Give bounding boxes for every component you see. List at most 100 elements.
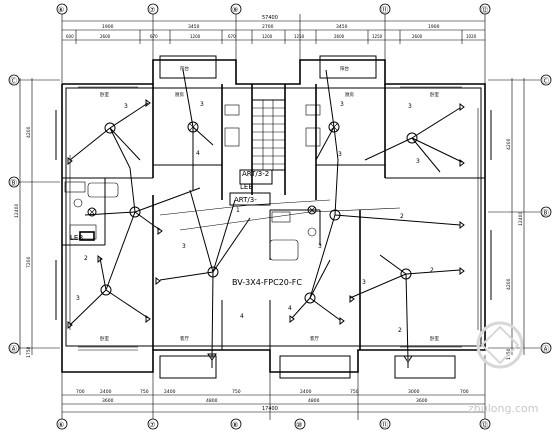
dim-bot-r2-1: 700 [76, 389, 85, 395]
circuit-num: 2 [430, 267, 434, 274]
axis-top-9: ⑨ [232, 6, 238, 14]
room-labels: 卧室 卧室 卧室 卧室 客厅 客厅 厨房 厨房 阳台 阳台 [100, 65, 439, 342]
circuit-num: 4 [240, 313, 244, 320]
dim-bot-r2-9: 700 [460, 389, 469, 395]
dim-left-4: 1750 [26, 346, 32, 358]
dim-left-1: 4200 [26, 126, 32, 138]
axis-bot-10: ⑩ [296, 421, 302, 429]
dim-left-3: 7200 [26, 256, 32, 268]
circuit-num: 4 [196, 150, 200, 157]
dim-top-r2-2: 2600 [100, 34, 111, 39]
dim-right-3: 4200 [506, 278, 512, 290]
dim-bot-r2-5: 750 [232, 389, 241, 395]
room-label: 厨房 [175, 91, 184, 98]
dim-top-r2-1: 600 [66, 34, 74, 39]
dim-bot-4: 3600 [416, 398, 428, 404]
dim-top-2: 3450 [188, 24, 200, 30]
dim-top-r2-11: 1020 [466, 34, 477, 39]
dim-top-r2-7: 1250 [294, 34, 305, 39]
axis-bot-7: ⑦ [149, 421, 155, 429]
circuit-num: 1 [236, 207, 240, 214]
axis-top-12: ⑫ [481, 6, 488, 14]
axis-top-11: ⑪ [381, 6, 388, 14]
circuit-num: 3 [182, 243, 186, 250]
axis-bot-12: ⑫ [481, 421, 488, 429]
circuit-num: 3 [76, 295, 80, 302]
axis-top-7: ⑦ [149, 6, 155, 14]
left-dimension-chain: 4200 12400 7200 1750 Ⓒ Ⓑ Ⓐ [8, 74, 60, 358]
circuit-num: 3 [408, 103, 412, 110]
bottom-total-dim: 17400 [262, 406, 278, 412]
circuit-num: 3 [318, 243, 322, 250]
circuit-num: 3 [416, 158, 420, 165]
room-label: 卧室 [430, 91, 439, 98]
axis-left-c: Ⓒ [10, 77, 17, 85]
dim-bot-r2-6: 2400 [300, 389, 312, 395]
dim-top-r2-3: 670 [150, 34, 158, 39]
axis-right-b: Ⓑ [542, 209, 549, 217]
leb-left-label: LEB [70, 234, 83, 242]
room-label: 厨房 [345, 91, 354, 98]
room-label: 客厅 [310, 335, 319, 342]
dim-top-4: 3450 [336, 24, 348, 30]
circuit-num: 3 [124, 103, 128, 110]
circuit-num: 4 [288, 305, 292, 312]
dim-right-1: 4200 [506, 138, 512, 150]
room-label: 阳台 [340, 65, 349, 72]
dim-bot-r2-7: 750 [350, 389, 359, 395]
dim-top-r2-4: 1200 [190, 34, 201, 39]
lighting-fixtures [87, 121, 418, 304]
dim-top-r2-9: 1250 [372, 34, 383, 39]
right-dimension-chain: 4200 12400 4200 1750 Ⓒ Ⓑ Ⓐ [488, 74, 552, 360]
dim-top-3: 2700 [262, 24, 274, 30]
dim-top-r2-10: 2600 [412, 34, 423, 39]
top-total-dim: 57400 [262, 15, 278, 21]
dim-bot-1: 3600 [102, 398, 114, 404]
dim-top-r2-8: 2600 [334, 34, 345, 39]
circuit-num: 2 [84, 255, 88, 262]
bottom-axis-bubbles: ⑥ ⑦ ⑧ ⑩ ⑪ ⑫ [56, 418, 491, 430]
circuit-numbers: 3 3 3 4 3 2 3 3 2 3 2 3 4 1 3 3 4 2 [76, 101, 434, 334]
walls [55, 55, 492, 379]
dim-bot-r2-8: 3000 [408, 389, 420, 395]
dim-bot-2: 4800 [206, 398, 218, 404]
circuit-num: 2 [398, 327, 402, 334]
dim-top-r2-5: 670 [228, 34, 236, 39]
dim-right-2: 12400 [518, 212, 524, 226]
dim-top-1: 1900 [102, 24, 114, 30]
circuit-num: 3 [340, 101, 344, 108]
dim-top-r2-6: 1200 [262, 34, 273, 39]
circuit-num: 3 [338, 151, 342, 158]
panel-upper-label: ART/3-2 [242, 170, 269, 178]
wiring [69, 69, 479, 361]
leb-upper-label: LEB [240, 183, 253, 191]
room-label: 阳台 [180, 65, 189, 72]
dim-bot-r2-2: 2400 [100, 389, 112, 395]
axis-bot-6: ⑥ [58, 421, 64, 429]
dim-top-5: 1900 [428, 24, 440, 30]
room-label: 客厅 [180, 335, 189, 342]
axis-right-c: Ⓒ [542, 77, 549, 85]
top-axis-bubbles: ⑥ ⑦ ⑨ ⑪ ⑫ [56, 3, 491, 15]
distribution-panels: ART/3-2 LEB ART/3- LEB BV-3X4-FPC20-FC [70, 169, 302, 287]
top-dimension-chain: 57400 1900 3450 2700 3450 1900 600 2600 … [61, 14, 486, 90]
room-label: 卧室 [430, 335, 439, 342]
axis-right-a: Ⓐ [542, 345, 549, 353]
axis-bot-8: ⑧ [232, 421, 238, 429]
dim-bot-r2-4: 2400 [164, 389, 176, 395]
axis-bot-11: ⑪ [381, 421, 388, 429]
circuit-num: 3 [200, 101, 204, 108]
watermark: zhulong.com [468, 321, 538, 415]
dim-left-2: 12400 [14, 204, 20, 218]
circuit-num: 2 [400, 213, 404, 220]
bottom-dimension-chain: 700 2400 750 2400 750 2400 750 3000 700 … [61, 355, 486, 420]
dim-bot-3: 4800 [308, 398, 320, 404]
axis-left-b: Ⓑ [10, 179, 17, 187]
circuit-num: 3 [362, 279, 366, 286]
cable-spec-label: BV-3X4-FPC20-FC [232, 278, 302, 287]
room-label: 卧室 [100, 91, 109, 98]
dim-bot-r2-3: 750 [140, 389, 149, 395]
panel-lower-label: ART/3- [234, 196, 257, 204]
